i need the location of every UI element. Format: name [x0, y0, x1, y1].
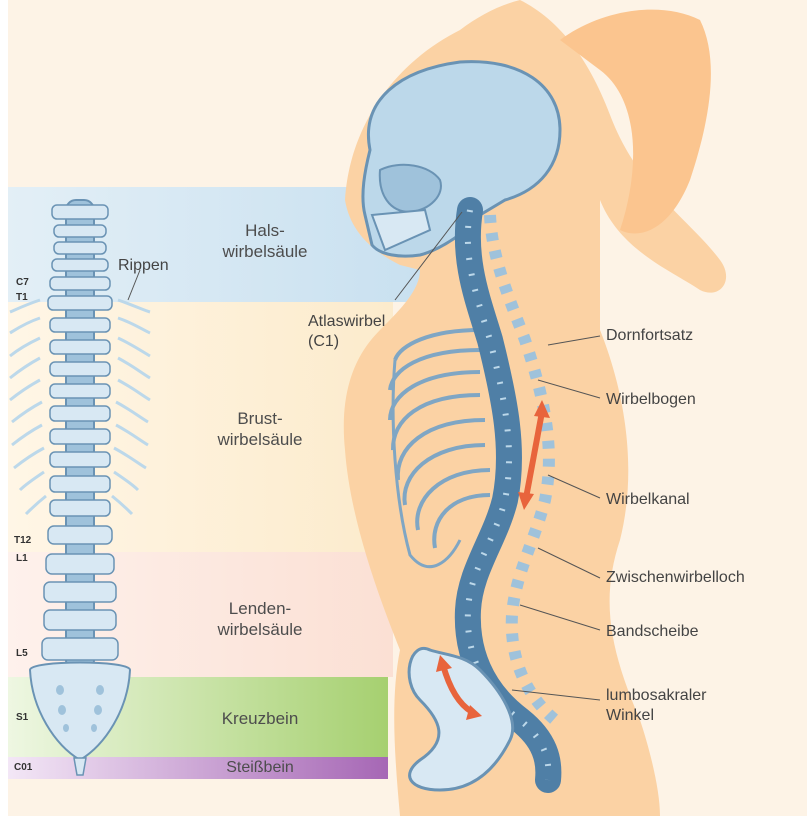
region-label-coccyx: Steißbein — [195, 758, 325, 778]
region-label-sacrum: Kreuzbein — [195, 708, 325, 729]
level-t12: T12 — [14, 535, 31, 546]
level-l1: L1 — [16, 553, 28, 564]
label-bandscheibe: Bandscheibe — [606, 622, 699, 642]
level-c7: C7 — [16, 277, 29, 288]
label-atlaswirbel: Atlaswirbel (C1) — [308, 312, 385, 352]
region-label-lumbar: Lenden- wirbelsäule — [195, 598, 325, 640]
level-s1: S1 — [16, 712, 28, 723]
label-lumbosakraler-winkel: lumbosakraler Winkel — [606, 686, 706, 726]
label-wirbelbogen: Wirbelbogen — [606, 390, 696, 410]
label-rippen: Rippen — [118, 256, 169, 276]
level-l5: L5 — [16, 648, 28, 659]
label-wirbelkanal: Wirbelkanal — [606, 490, 690, 510]
front-spine — [10, 200, 150, 775]
label-zwischenwirbelloch: Zwischenwirbelloch — [606, 568, 745, 588]
level-t1: T1 — [16, 292, 28, 303]
region-label-thoracic: Brust- wirbelsäule — [195, 408, 325, 450]
region-label-cervical: Hals- wirbelsäule — [200, 220, 330, 262]
level-co1: C01 — [14, 762, 32, 773]
label-dornfortsatz: Dornfortsatz — [606, 326, 693, 346]
